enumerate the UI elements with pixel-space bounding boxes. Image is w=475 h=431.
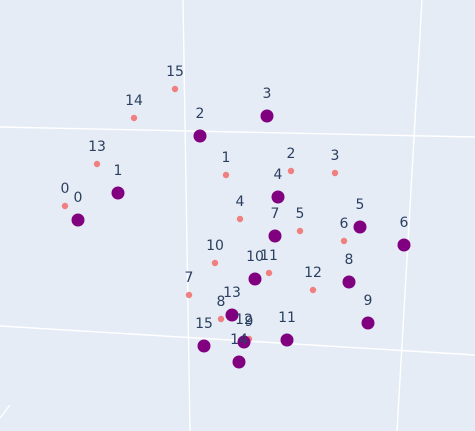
- small-marker[interactable]: [185, 291, 193, 299]
- small-marker[interactable]: [217, 315, 225, 323]
- small-marker[interactable]: [171, 85, 179, 93]
- marker-label: 13: [88, 139, 106, 155]
- marker-label: 4: [236, 194, 245, 210]
- large-marker[interactable]: [248, 272, 262, 286]
- marker-label: 14: [125, 93, 143, 109]
- marker-label: 4: [274, 167, 283, 183]
- large-marker[interactable]: [193, 129, 207, 143]
- marker-label: 10: [206, 238, 224, 254]
- large-marker[interactable]: [342, 275, 356, 289]
- large-marker[interactable]: [397, 238, 411, 252]
- marker-label: 3: [331, 148, 340, 164]
- small-marker[interactable]: [287, 167, 295, 175]
- marker-label: 6: [340, 216, 349, 232]
- large-marker[interactable]: [225, 308, 239, 322]
- marker-label: 7: [185, 270, 194, 286]
- large-marker[interactable]: [280, 333, 294, 347]
- marker-label: 13: [223, 285, 241, 301]
- large-marker[interactable]: [232, 355, 246, 369]
- small-marker[interactable]: [296, 227, 304, 235]
- large-marker[interactable]: [197, 339, 211, 353]
- meridian-line: [182, 0, 191, 431]
- large-marker[interactable]: [260, 109, 274, 123]
- small-marker[interactable]: [236, 215, 244, 223]
- marker-label: 9: [364, 293, 373, 309]
- marker-label: 1: [222, 150, 231, 166]
- small-marker[interactable]: [222, 171, 230, 179]
- marker-label: 6: [400, 215, 409, 231]
- small-marker[interactable]: [265, 269, 273, 277]
- large-marker[interactable]: [71, 213, 85, 227]
- parallel-line: [0, 325, 475, 356]
- marker-label: 8: [217, 294, 226, 310]
- marker-label: 5: [356, 197, 365, 213]
- large-marker[interactable]: [237, 335, 251, 349]
- large-marker[interactable]: [268, 229, 282, 243]
- marker-label: 11: [260, 248, 278, 264]
- small-marker[interactable]: [61, 202, 69, 210]
- meridian-line: [396, 0, 423, 431]
- marker-label: 12: [304, 265, 322, 281]
- small-marker[interactable]: [331, 169, 339, 177]
- small-marker[interactable]: [130, 114, 138, 122]
- small-marker[interactable]: [309, 286, 317, 294]
- large-marker[interactable]: [353, 220, 367, 234]
- marker-label: 12: [235, 312, 253, 328]
- marker-label: 10: [246, 249, 264, 265]
- marker-label: 14: [230, 332, 248, 348]
- small-marker[interactable]: [93, 160, 101, 168]
- marker-label: 0: [61, 181, 70, 197]
- marker-label: 2: [196, 106, 205, 122]
- small-marker[interactable]: [211, 259, 219, 267]
- parallel-line: [0, 126, 475, 138]
- marker-label: 0: [74, 190, 83, 206]
- large-marker[interactable]: [361, 316, 375, 330]
- marker-label: 5: [296, 206, 305, 222]
- marker-label: 15: [166, 64, 184, 80]
- meridian-line: [0, 404, 11, 419]
- marker-label: 7: [271, 206, 280, 222]
- large-marker[interactable]: [271, 190, 285, 204]
- large-marker[interactable]: [111, 186, 125, 200]
- marker-label: 1: [114, 163, 123, 179]
- marker-label: 15: [195, 316, 213, 332]
- marker-label: 11: [278, 310, 296, 326]
- marker-label: 9: [245, 314, 254, 330]
- small-marker[interactable]: [340, 237, 348, 245]
- marker-label: 3: [263, 86, 272, 102]
- marker-label: 2: [287, 146, 296, 162]
- marker-label: 8: [345, 252, 354, 268]
